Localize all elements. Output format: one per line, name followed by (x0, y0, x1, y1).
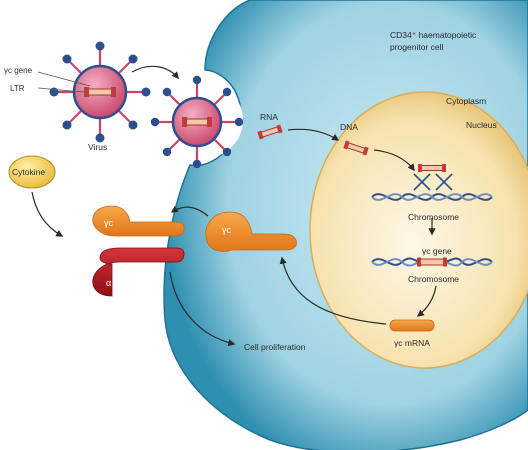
rna-label: RNA (260, 112, 278, 122)
virus-label: Virus (88, 142, 107, 152)
gamma-c-mrna (389, 319, 435, 332)
cell-type-label-line2: progenitor cell (390, 42, 444, 52)
gamma-c-mrna-label: γc mRNA (394, 338, 430, 348)
pointer-gamma-c-gene (37, 71, 91, 87)
arrow-rna-to-dna (287, 128, 340, 141)
cell-proliferation-label: Cell proliferation (244, 342, 306, 352)
nucleus-gamma-c-gene-label: γc gene (422, 246, 452, 256)
alpha-receptor-chain (92, 247, 185, 297)
dna-label: DNA (340, 122, 358, 132)
viral-genome (84, 87, 116, 97)
arrow-virus-entry (131, 65, 179, 80)
virus-gamma-c-gene-label: γc gene (4, 66, 33, 75)
virus-particle-outside (49, 41, 151, 143)
integrating-gene (418, 164, 446, 172)
receptor-gamma-c-label: γc (104, 218, 114, 228)
cell-type-label-line1: CD34⁺ haematopoietic (390, 30, 477, 40)
rna-fragment (257, 124, 283, 140)
virus-particle-entering (150, 75, 244, 169)
gamma-c-protein-free (205, 211, 297, 252)
arrow-cytokine-binding (31, 191, 64, 237)
chromosome-top-label: Chromosome (408, 212, 459, 222)
arrow-transcription (416, 285, 437, 317)
dna-fragment (343, 140, 369, 156)
gamma-c-receptor-chain (92, 205, 185, 237)
chromosome-bottom-label: Chromosome (408, 274, 459, 284)
alpha-chain-label: α (106, 278, 111, 288)
arrow-dna-to-nucleus (373, 149, 415, 172)
cytokine (8, 155, 56, 189)
ltr-label: LTR (10, 84, 25, 93)
free-gamma-c-label: γc (222, 225, 232, 235)
cytokine-label: Cytokine (12, 167, 45, 177)
chromosome-bottom (371, 257, 493, 267)
nucleus (309, 91, 528, 369)
arrow-protein-to-membrane (170, 205, 209, 217)
arrow-translation (279, 256, 387, 325)
arrow-cell-proliferation (169, 271, 236, 347)
cytoplasm-label: Cytoplasm (446, 96, 486, 106)
pointer-ltr (37, 87, 85, 93)
chromosome-top (371, 193, 493, 201)
crossover-marks (413, 173, 453, 191)
nucleus-label: Nucleus (466, 120, 497, 130)
